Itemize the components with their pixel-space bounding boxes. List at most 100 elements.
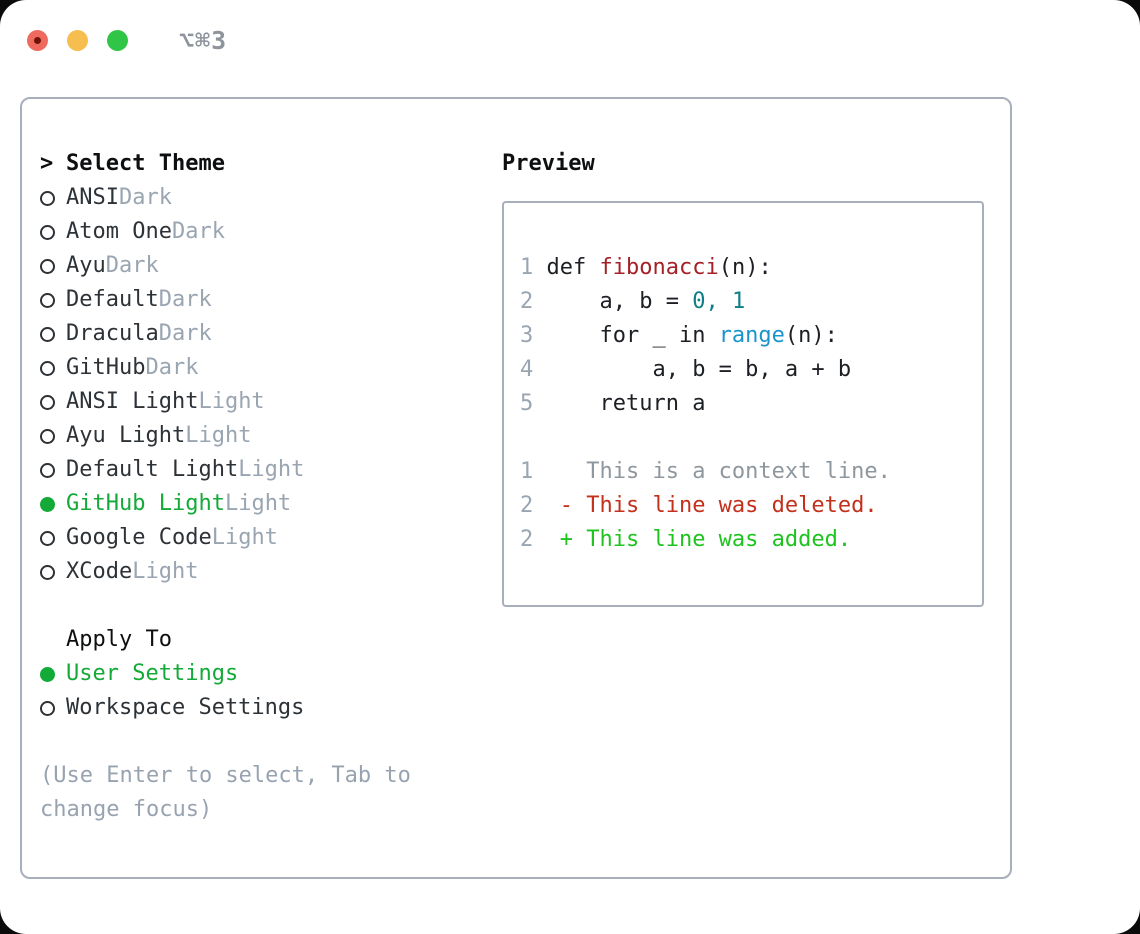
theme-variant: Light [238,457,305,482]
select-theme-header-row: > Select Theme [40,147,492,181]
cursor-slot: > [40,147,66,181]
title-bar: ⌥⌘3 [27,26,227,55]
radio-circle [40,224,55,240]
theme-label: ANSI Light [66,389,199,414]
preview-column: Preview 1 def fibonacci(n):2 a, b = 0, 1… [492,147,992,877]
code-segment-func: fibonacci [599,255,719,280]
radio-circle [40,292,55,308]
theme-label: Ayu [66,253,106,278]
line-number: 1 [520,459,534,484]
theme-label: Default Light [66,457,239,482]
line-number: 1 [520,255,534,280]
close-button-dot [34,37,41,44]
radio-circle [40,700,55,716]
apply-target-label: User Settings [66,661,239,686]
radio-selected-icon [40,496,66,512]
preview-header: Preview [502,151,595,176]
radio-circle [40,394,55,410]
cursor-caret: > [40,151,54,176]
select-theme-header: Select Theme [66,151,225,176]
code-line: 2 - This line was deleted. [520,489,968,523]
radio-circle [40,428,55,444]
code-segment-code: return a [546,391,706,416]
preview-code-box: 1 def fibonacci(n):2 a, b = 0, 1 3 for _ … [502,201,984,607]
theme-option[interactable]: Ayu Dark [40,249,492,283]
spacer [40,589,492,623]
radio-circle [40,190,55,206]
window-title: ⌥⌘3 [179,26,228,55]
apply-to-header: Apply To [66,627,172,652]
radio-icon [40,190,66,206]
theme-option[interactable]: XCode Light [40,555,492,589]
close-button[interactable] [27,30,48,51]
theme-option[interactable]: ANSI Light Light [40,385,492,419]
radio-icon [40,530,66,546]
line-number: 3 [520,323,534,348]
code-line: 4 a, b = b, a + b [520,353,968,387]
line-number: 2 [520,493,534,518]
theme-label: XCode [66,559,133,584]
code-segment-builtin: range [718,323,785,348]
theme-variant: Dark [118,185,172,210]
keyboard-hint: (Use Enter to select, Tab to change focu… [40,763,411,822]
code-line: 2 + This line was added. [520,523,968,557]
line-number: 5 [520,391,534,416]
code-segment-added: + This line was added. [546,527,852,552]
code-line: 2 a, b = 0, 1 [520,285,968,319]
radio-icon [40,564,66,580]
radio-icon [40,360,66,376]
code-line: 5 return a [520,387,968,421]
theme-option[interactable]: GitHub Dark [40,351,492,385]
radio-circle [40,258,55,274]
radio-icon [40,394,66,410]
theme-option[interactable]: Dracula Dark [40,317,492,351]
code-segment-code: (n): [784,323,838,348]
code-segment-code: (n): [718,255,772,280]
radio-icon [40,462,66,478]
line-number: 2 [520,527,534,552]
line-number: 2 [520,289,534,314]
code-segment-code: a, b = b, a + b [546,357,852,382]
theme-option[interactable]: Ayu Light Light [40,419,492,453]
radio-circle [40,360,55,376]
theme-variant: Dark [158,321,212,346]
theme-label: GitHub Light [66,491,225,516]
theme-variant: Light [198,389,265,414]
radio-selected-icon [40,666,66,682]
theme-option[interactable]: Atom One Dark [40,215,492,249]
code-line [520,421,968,455]
apply-target-option[interactable]: Workspace Settings [40,691,492,725]
zoom-button[interactable] [107,30,128,51]
theme-label: GitHub [66,355,146,380]
theme-option[interactable]: ANSI Dark [40,181,492,215]
theme-option[interactable]: Default Dark [40,283,492,317]
radio-circle [40,462,55,478]
theme-variant: Dark [171,219,225,244]
theme-option[interactable]: GitHub Light Light [40,487,492,521]
radio-icon [40,700,66,716]
code-line: 1 This is a context line. [520,455,968,489]
code-line: 1 def fibonacci(n): [520,251,968,285]
code-segment-code: for _ in [546,323,719,348]
radio-icon [40,326,66,342]
radio-circle [40,564,55,580]
apply-to-header-row: Apply To [40,623,492,657]
minimize-button[interactable] [67,30,88,51]
theme-variant: Light [185,423,252,448]
theme-label: Dracula [66,321,159,346]
theme-option[interactable]: Google Code Light [40,521,492,555]
theme-label: ANSI [66,185,119,210]
theme-label: Ayu Light [66,423,186,448]
theme-variant: Dark [145,355,199,380]
apply-target-label: Workspace Settings [66,695,305,720]
code-segment-number: 0, 1 [692,289,746,314]
radio-icon [40,224,66,240]
radio-icon [40,258,66,274]
theme-option[interactable]: Default Light Light [40,453,492,487]
apply-target-option[interactable]: User Settings [40,657,492,691]
radio-circle [40,666,55,682]
